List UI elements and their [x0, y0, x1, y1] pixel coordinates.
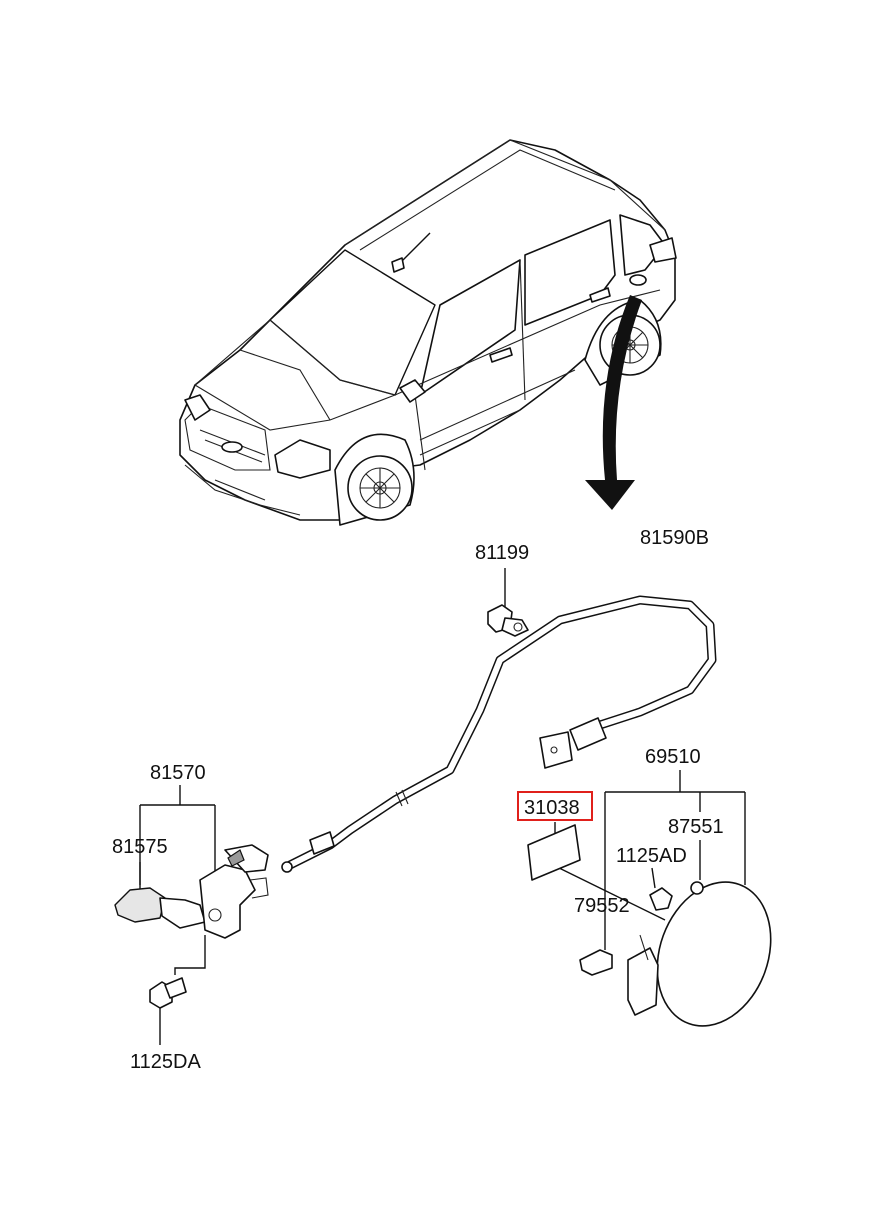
direction-arrow: [585, 295, 642, 510]
fuel-door-assy: [552, 770, 772, 1027]
label-81570: 81570: [150, 762, 206, 784]
fuel-door-cable: [281, 595, 717, 873]
label-81575: 81575: [112, 836, 168, 858]
label-81199: 81199: [475, 542, 529, 564]
highlight-box: [517, 791, 593, 821]
label-1125AD: 1125AD: [616, 845, 687, 867]
label-79552: 79552: [574, 895, 630, 917]
label-part: [517, 791, 593, 881]
label-31038: 31038: [524, 797, 580, 819]
label-1125DA: 1125DA: [130, 1051, 201, 1073]
cable-clip: [487, 568, 529, 637]
label-69510: 69510: [645, 746, 701, 768]
label-81590B: 81590B: [640, 527, 709, 549]
release-lever: [114, 785, 269, 1045]
car-illustration: [179, 139, 677, 526]
label-87551: 87551: [668, 816, 724, 838]
